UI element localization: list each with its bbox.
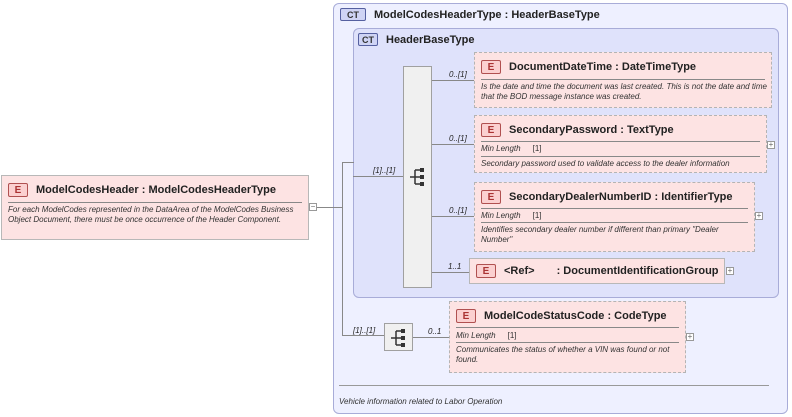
expand-toggle[interactable]: + xyxy=(755,211,763,220)
element-document-date-time[interactable]: E DocumentDateTime : DateTimeType Is the… xyxy=(474,52,772,108)
connector-line xyxy=(431,144,475,145)
outer-type-header: CT ModelCodesHeaderType : HeaderBaseType xyxy=(340,8,600,21)
root-element-name: ModelCodesHeader : ModelCodesHeaderType xyxy=(36,184,277,196)
separator xyxy=(456,342,679,343)
inner-type-name: HeaderBaseType xyxy=(386,33,475,46)
collapse-toggle[interactable]: − xyxy=(309,202,317,211)
connector-line xyxy=(353,176,403,177)
element-name: SecondaryDealerNumberID : IdentifierType xyxy=(509,191,733,203)
separator xyxy=(481,208,748,209)
element-name: DocumentDateTime : DateTimeType xyxy=(509,61,697,73)
separator xyxy=(481,156,760,157)
separator xyxy=(481,222,748,223)
element-doc: Is the date and time the document was la… xyxy=(481,82,767,101)
separator xyxy=(481,79,765,80)
element-ref: <Ref> xyxy=(504,265,535,277)
outer-type-doc: Vehicle information related to Labor Ope… xyxy=(339,397,503,406)
expand-toggle[interactable]: + xyxy=(767,140,775,149)
root-element-box[interactable]: E ModelCodesHeader : ModelCodesHeaderTyp… xyxy=(1,175,309,240)
connector-line xyxy=(342,162,354,163)
facet-min-length: Min Length[1] xyxy=(456,331,517,340)
element-icon: E xyxy=(456,309,476,323)
connector-line xyxy=(431,80,475,81)
element-cardinality: 0..[1] xyxy=(449,134,467,143)
root-element-doc: For each ModelCodes represented in the D… xyxy=(8,205,294,224)
element-icon: E xyxy=(476,264,496,278)
outer-type-separator xyxy=(339,385,769,386)
element-document-identification-group[interactable]: E <Ref> : DocumentIdentificationGroup xyxy=(469,258,725,284)
sequence-cardinality: [1]..[1] xyxy=(353,326,376,335)
connector-line xyxy=(413,337,449,338)
element-cardinality: 0..[1] xyxy=(449,206,467,215)
element-icon: E xyxy=(481,60,501,74)
complex-type-icon: CT xyxy=(340,8,366,21)
connector-line xyxy=(431,216,475,217)
sequence-compositor[interactable] xyxy=(384,323,413,351)
element-secondary-dealer-number-id[interactable]: E SecondaryDealerNumberID : IdentifierTy… xyxy=(474,182,755,252)
connector-line xyxy=(309,207,343,208)
sequence-cardinality: [1]..[1] xyxy=(373,166,396,175)
facet-min-length: Min Length[1] xyxy=(481,211,542,220)
sequence-icon xyxy=(391,329,405,347)
element-icon: E xyxy=(481,190,501,204)
element-name: SecondaryPassword : TextType xyxy=(509,124,674,136)
expand-toggle[interactable]: + xyxy=(726,266,734,275)
connector-line xyxy=(342,335,384,336)
complex-type-icon: CT xyxy=(358,33,378,46)
separator xyxy=(456,327,679,328)
connector-line xyxy=(431,272,469,273)
sequence-icon xyxy=(410,168,424,186)
facet-min-length: Min Length[1] xyxy=(481,144,542,153)
element-doc: Secondary password used to validate acce… xyxy=(481,159,730,168)
element-name: : DocumentIdentificationGroup xyxy=(556,265,719,277)
element-name: ModelCodeStatusCode : CodeType xyxy=(484,310,667,322)
element-cardinality: 0..1 xyxy=(428,327,442,336)
element-icon: E xyxy=(481,123,501,137)
element-icon: E xyxy=(8,183,28,197)
sequence-compositor[interactable] xyxy=(403,66,432,288)
separator xyxy=(8,202,302,203)
element-doc: Identifies secondary dealer number if di… xyxy=(481,225,719,244)
connector-line xyxy=(342,162,343,335)
element-doc: Communicates the status of whether a VIN… xyxy=(456,345,670,364)
element-secondary-password[interactable]: E SecondaryPassword : TextType Min Lengt… xyxy=(474,115,767,173)
element-cardinality: 1..1 xyxy=(448,262,462,271)
element-model-code-status-code[interactable]: E ModelCodeStatusCode : CodeType Min Len… xyxy=(449,301,686,373)
inner-type-header: CT HeaderBaseType xyxy=(358,33,474,46)
expand-toggle[interactable]: + xyxy=(686,332,694,341)
outer-type-name: ModelCodesHeaderType : HeaderBaseType xyxy=(374,8,600,21)
separator xyxy=(481,141,760,142)
element-cardinality: 0..[1] xyxy=(449,70,467,79)
